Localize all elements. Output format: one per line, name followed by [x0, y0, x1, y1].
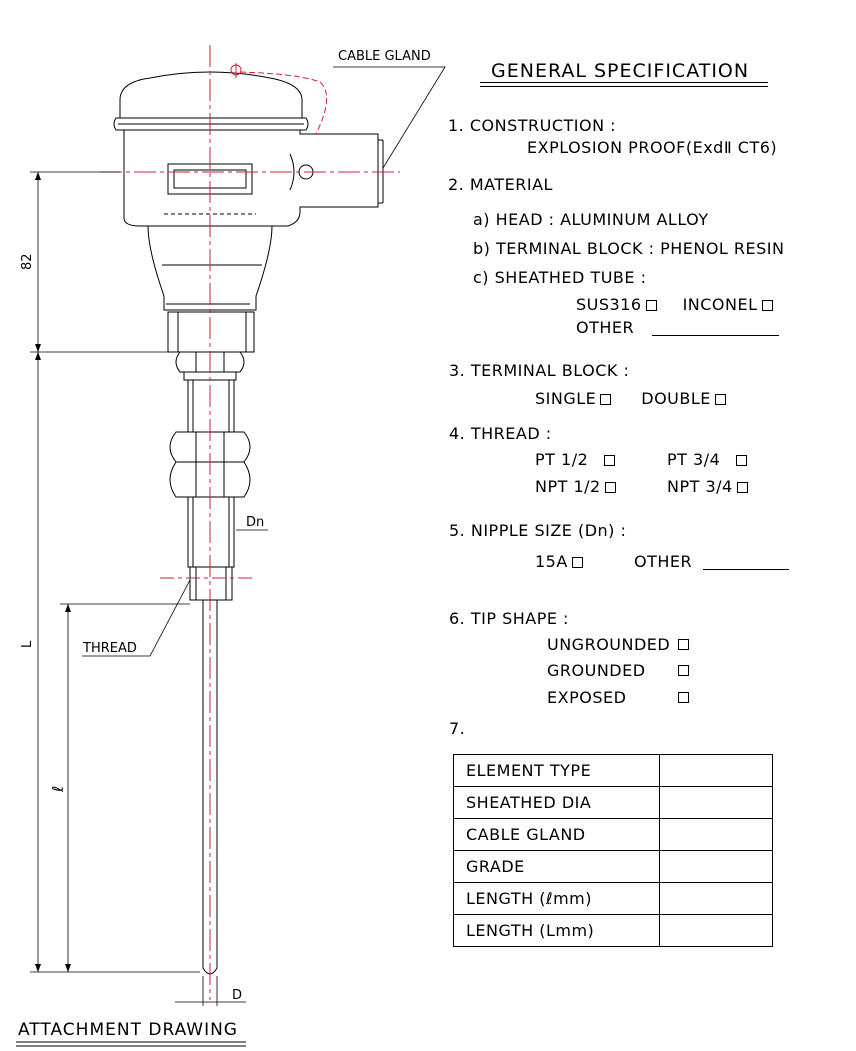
table-label-cell: LENGTH (Lmm) — [453, 914, 660, 947]
pt34-checkbox[interactable] — [736, 455, 748, 466]
head-body — [123, 130, 379, 227]
table-label-cell: CABLE GLAND — [453, 818, 660, 851]
npt34-label: NPT 3/4 — [667, 477, 733, 496]
terminal-block-heading: 3. TERMINAL BLOCK : — [449, 361, 630, 380]
table-value-cell[interactable] — [659, 786, 773, 819]
nipple — [187, 496, 235, 568]
dim-L-label: L — [20, 640, 35, 648]
item7-label: 7. — [449, 719, 466, 738]
terminal-block-options: SINGLE DOUBLE — [535, 390, 726, 408]
head-cap — [119, 71, 303, 118]
pt12-label: PT 1/2 — [535, 450, 589, 469]
exposed-checkbox[interactable] — [678, 692, 689, 703]
pt34-label: PT 3/4 — [667, 450, 721, 469]
nipple-15a-option: 15A — [535, 553, 583, 571]
pt34-option: PT 3/4 — [667, 450, 748, 469]
table-row: CABLE GLAND — [453, 818, 773, 851]
inconel-checkbox[interactable] — [761, 300, 773, 311]
upper-tube — [187, 379, 235, 433]
npt12-label: NPT 1/2 — [535, 477, 601, 496]
head-ring — [113, 117, 309, 131]
construction-heading: 1. CONSTRUCTION : — [448, 116, 617, 135]
table-label-cell: ELEMENT TYPE — [453, 754, 660, 787]
table-row: ELEMENT TYPE — [453, 754, 773, 787]
pt12-option: PT 1/2 — [535, 450, 616, 469]
sheath-other-field[interactable] — [652, 335, 779, 336]
table-row: LENGTH (ℓmm) — [453, 882, 773, 915]
cable-wire — [239, 71, 327, 135]
sus316-label: SUS316 — [576, 295, 642, 314]
npt34-checkbox[interactable] — [736, 482, 748, 493]
thread-heading: 4. THREAD : — [449, 424, 552, 443]
ungrounded-checkbox[interactable] — [678, 639, 689, 650]
exposed-label: EXPOSED — [547, 688, 627, 707]
dim-l-label: ℓ — [49, 786, 67, 793]
nipple-15a-label: 15A — [535, 552, 568, 571]
table-label-cell: GRADE — [453, 850, 660, 883]
table-row: SHEATHED DIA — [453, 786, 773, 819]
table-label-cell: SHEATHED DIA — [453, 786, 660, 819]
nipple-other-field[interactable] — [703, 569, 789, 570]
nipple-15a-checkbox[interactable] — [571, 557, 583, 568]
table-label-cell: LENGTH (ℓmm) — [453, 882, 660, 915]
material-heading: 2. MATERIAL — [448, 175, 553, 194]
sus316-checkbox[interactable] — [645, 300, 657, 311]
material-head: a) HEAD : ALUMINUM ALLOY — [473, 210, 709, 229]
double-checkbox[interactable] — [714, 394, 726, 405]
material-terminal: b) TERMINAL BLOCK : PHENOL RESIN — [473, 239, 785, 258]
construction-value: EXPLOSION PROOF(ExdⅡ CT6) — [527, 138, 778, 157]
npt12-checkbox[interactable] — [604, 482, 616, 493]
table-value-cell[interactable] — [659, 914, 773, 947]
single-checkbox[interactable] — [600, 394, 612, 405]
sheath-options: SUS316 INCONEL — [576, 296, 773, 314]
single-label: SINGLE — [535, 389, 597, 408]
npt12-option: NPT 1/2 — [535, 478, 616, 496]
process-thread — [189, 566, 233, 601]
attachment-drawing-label: ATTACHMENT DRAWING — [18, 1020, 238, 1040]
pt12-checkbox[interactable] — [604, 455, 616, 466]
nipple-other-label: OTHER — [634, 552, 693, 571]
dn-label: Dn — [246, 515, 264, 530]
upper-nut — [175, 351, 245, 373]
double-label: DOUBLE — [641, 389, 711, 408]
d-label: D — [232, 988, 242, 1003]
tip-heading: 6. TIP SHAPE : — [449, 609, 569, 628]
table-row: LENGTH (Lmm) — [453, 914, 773, 947]
spec-table: ELEMENT TYPE SHEATHED DIA CABLE GLAND GR… — [453, 754, 773, 947]
table-value-cell[interactable] — [659, 882, 773, 915]
thread-label: THREAD — [82, 641, 137, 656]
table-row: GRADE — [453, 850, 773, 883]
table-value-cell[interactable] — [659, 850, 773, 883]
nipple-heading: 5. NIPPLE SIZE (Dn) : — [449, 521, 627, 540]
table-value-cell[interactable] — [659, 754, 773, 787]
inconel-label: INCONEL — [682, 295, 758, 314]
dim-82-label: 82 — [20, 253, 35, 270]
spec-title: GENERAL SPECIFICATION — [491, 60, 750, 82]
sheath-other-label: OTHER — [576, 318, 635, 337]
ungrounded-label: UNGROUNDED — [547, 635, 671, 654]
material-sheathed: c) SHEATHED TUBE : — [473, 268, 647, 287]
table-value-cell[interactable] — [659, 818, 773, 851]
npt34-option: NPT 3/4 — [667, 478, 748, 496]
grounded-checkbox[interactable] — [678, 665, 689, 676]
head-base — [167, 311, 255, 353]
grounded-label: GROUNDED — [547, 661, 646, 680]
cable-gland-label: CABLE GLAND — [338, 49, 431, 64]
